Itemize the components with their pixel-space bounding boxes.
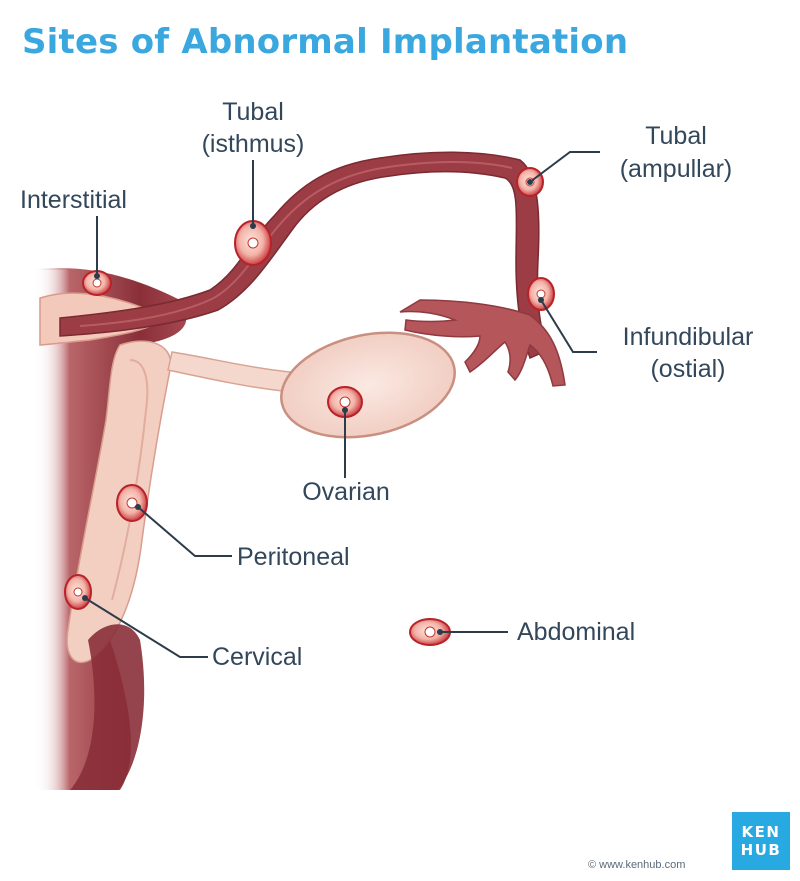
logo-line-1: KEN xyxy=(742,823,781,841)
label-peritoneal: Peritoneal xyxy=(237,543,350,571)
label-cervical: Cervical xyxy=(212,643,302,671)
implant-cervical xyxy=(65,575,91,609)
label-ovarian: Ovarian xyxy=(302,478,390,506)
ovary xyxy=(272,318,465,452)
implant-peritoneal xyxy=(117,485,147,521)
label-tubal-isthmus-subtitle: (isthmus) xyxy=(202,130,305,158)
kenhub-logo: KEN HUB xyxy=(732,812,790,870)
label-tubal-ampullar-subtitle: (ampullar) xyxy=(620,155,733,183)
label-infundibular-title: Infundibular xyxy=(623,323,754,351)
label-tubal-isthmus-title: Tubal xyxy=(222,98,284,126)
ovarian-ligament xyxy=(168,352,292,392)
copyright-credit: © www.kenhub.com xyxy=(588,859,685,871)
label-infundibular-subtitle: (ostial) xyxy=(650,355,725,383)
implant-infundibular xyxy=(528,278,554,310)
label-tubal-ampullar-title: Tubal xyxy=(645,122,707,150)
label-abdominal: Abdominal xyxy=(517,618,635,646)
logo-line-2: HUB xyxy=(741,841,782,859)
label-interstitial: Interstitial xyxy=(20,186,127,214)
